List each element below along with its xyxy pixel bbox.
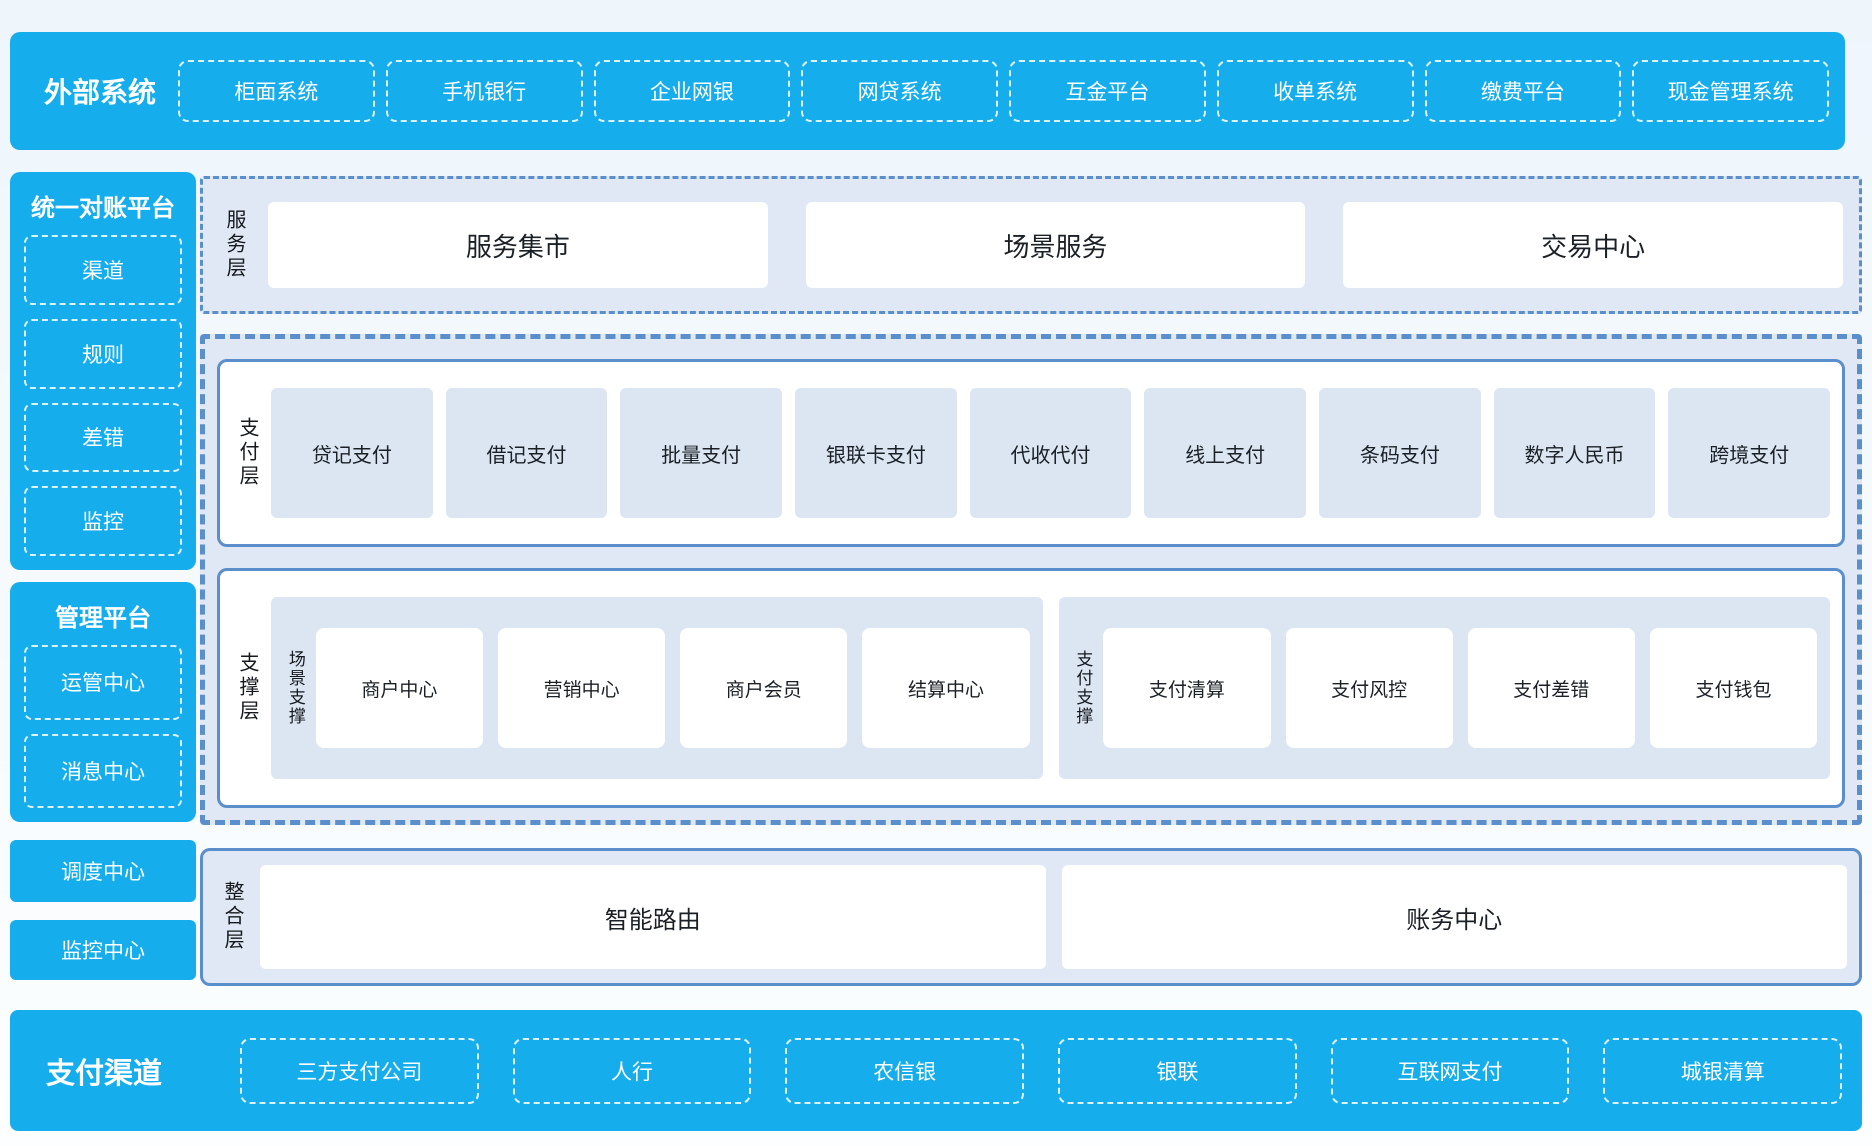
support-layer: 支撑层 场景支撑 商户中心 营销中心 商户会员 (217, 568, 1845, 808)
payment-support-group: 支付支撑 支付清算 支付风控 支付差错 支付钱包 (1058, 597, 1830, 779)
external-systems-label: 外部系统 (44, 77, 157, 108)
left-column: 统一对账平台 渠道 规则 差错 监控 管理平台 运管中心 消息中 (10, 172, 196, 980)
external-system-item: 现金管理系统 (1632, 60, 1830, 122)
payment-support-label: 支付支撑 (1073, 650, 1093, 726)
payment-channel-item: 三方支付公司 (240, 1037, 479, 1104)
payment-item: 贷记支付 (271, 388, 433, 518)
payment-item: 条码支付 (1319, 388, 1481, 518)
payment-support-item: 支付风控 (1285, 628, 1453, 748)
payment-item: 跨境支付 (1668, 388, 1831, 518)
payment-channel-item: 互联网支付 (1330, 1037, 1570, 1104)
external-systems-bar: 外部系统 柜面系统 手机银行 企业网银 网贷系统 互金平台 收单系统 缴费平台 … (10, 32, 1845, 150)
management-platform-box: 管理平台 运管中心 消息中心 (10, 582, 196, 822)
dispatch-center-box: 调度中心 (10, 840, 196, 902)
reconciliation-item: 规则 (24, 318, 182, 389)
external-system-item: 互金平台 (1009, 60, 1206, 122)
external-system-item: 缴费平台 (1424, 60, 1622, 122)
scene-support-item: 营销中心 (498, 628, 666, 748)
payment-channels-bar: 支付渠道 三方支付公司 人行 农信银 银联 互联网支付 城银清算 (10, 1010, 1862, 1131)
integration-item: 智能路由 (260, 865, 1046, 969)
service-layer: 服务层 服务集市 场景服务 交易中心 (200, 176, 1862, 314)
support-layer-groups: 场景支撑 商户中心 营销中心 商户会员 结算中心 (271, 597, 1830, 779)
integration-layer: 整合层 智能路由 账务中心 (200, 848, 1862, 986)
payment-channels-label: 支付渠道 (46, 1057, 163, 1090)
payment-channel-item: 人行 (512, 1037, 752, 1104)
reconciliation-platform-box: 统一对账平台 渠道 规则 差错 监控 (10, 172, 196, 570)
payment-channel-item: 银联 (1058, 1037, 1297, 1104)
service-item: 交易中心 (1343, 202, 1844, 288)
payment-support-wrapper: 支付层 贷记支付 借记支付 批量支付 银联卡支付 代收代付 线上支付 (200, 334, 1862, 825)
payment-item: 数字人民币 (1493, 388, 1656, 518)
reconciliation-item: 渠道 (24, 235, 182, 305)
management-platform-items: 运管中心 消息中心 (24, 645, 182, 808)
payment-item: 批量支付 (620, 388, 783, 518)
payment-channel-item: 农信银 (785, 1037, 1025, 1104)
integration-layer-label: 整合层 (221, 881, 243, 953)
service-layer-items: 服务集市 场景服务 交易中心 (268, 202, 1844, 288)
scene-support-item: 商户会员 (680, 628, 848, 748)
payment-support-item: 支付钱包 (1649, 628, 1818, 748)
external-system-item: 企业网银 (593, 60, 791, 122)
main-area: 服务层 服务集市 场景服务 交易中心 支付层 贷记支付 借 (200, 176, 1862, 986)
payment-support-item: 支付差错 (1467, 628, 1635, 748)
payment-layer: 支付层 贷记支付 借记支付 批量支付 银联卡支付 代收代付 线上支付 (217, 359, 1845, 547)
reconciliation-item: 差错 (24, 402, 182, 473)
management-item: 运管中心 (24, 645, 182, 720)
payment-item: 银联卡支付 (795, 388, 957, 518)
service-item: 服务集市 (268, 202, 768, 288)
support-layer-label: 支撑层 (236, 652, 258, 724)
integration-item: 账务中心 (1061, 865, 1847, 969)
scene-support-label: 场景支撑 (285, 650, 305, 726)
external-system-item: 柜面系统 (178, 60, 375, 122)
management-item: 消息中心 (24, 733, 182, 808)
reconciliation-platform-items: 渠道 规则 差错 监控 (24, 235, 182, 556)
payment-item: 线上支付 (1144, 388, 1307, 518)
payment-item: 代收代付 (969, 388, 1132, 518)
external-system-item: 收单系统 (1216, 60, 1414, 122)
external-systems-items: 柜面系统 手机银行 企业网银 网贷系统 互金平台 收单系统 缴费平台 现金管理系… (178, 60, 1830, 122)
reconciliation-platform-title: 统一对账平台 (31, 195, 175, 222)
external-system-item: 网贷系统 (801, 60, 999, 122)
scene-support-item: 结算中心 (862, 628, 1030, 748)
scene-support-items: 商户中心 营销中心 商户会员 结算中心 (315, 628, 1030, 748)
payment-channel-item: 城银清算 (1603, 1037, 1843, 1104)
payment-support-items: 支付清算 支付风控 支付差错 支付钱包 (1103, 628, 1818, 748)
monitor-center-box: 监控中心 (10, 920, 196, 980)
service-layer-label: 服务层 (223, 209, 245, 281)
payment-item: 借记支付 (445, 388, 608, 518)
payment-support-item: 支付清算 (1103, 628, 1271, 748)
scene-support-group: 场景支撑 商户中心 营销中心 商户会员 结算中心 (271, 597, 1043, 779)
payment-layer-items: 贷记支付 借记支付 批量支付 银联卡支付 代收代付 线上支付 条码支付 数字人 (271, 388, 1831, 518)
external-system-item: 手机银行 (385, 60, 583, 122)
payment-layer-label: 支付层 (236, 417, 258, 489)
management-platform-title: 管理平台 (55, 605, 151, 632)
reconciliation-item: 监控 (24, 486, 182, 556)
payment-channels-items: 三方支付公司 人行 农信银 银联 互联网支付 城银清算 (240, 1037, 1843, 1104)
integration-layer-items: 智能路由 账务中心 (260, 865, 1847, 969)
service-item: 场景服务 (805, 202, 1306, 288)
scene-support-item: 商户中心 (315, 628, 484, 748)
